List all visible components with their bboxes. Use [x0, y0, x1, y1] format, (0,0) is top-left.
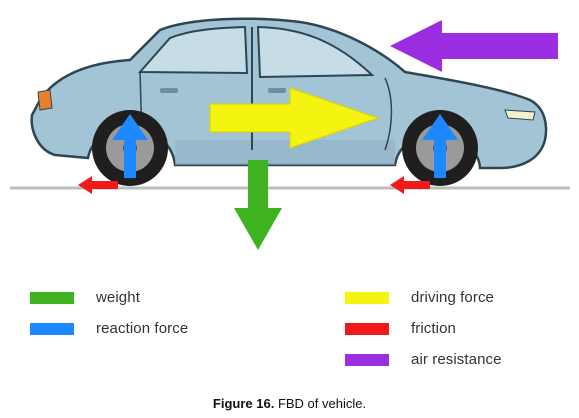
legend-item-weight: weight: [30, 282, 188, 313]
car-head-light: [504, 109, 536, 121]
car-front-door-edge: [384, 77, 393, 151]
weight-arrow: [234, 160, 282, 250]
car-rear-window: [137, 25, 249, 75]
fbd-vehicle-diagram: [10, 17, 570, 250]
legend-right-column: driving force friction air resistance: [345, 282, 502, 375]
figure-caption: Figure 16. FBD of vehicle.: [0, 396, 579, 411]
legend-left-column: weight reaction force: [30, 282, 188, 344]
legend-item-driving-force: driving force: [345, 282, 502, 313]
legend-label-reaction-force: reaction force: [96, 320, 189, 337]
driving-force-arrow: [209, 87, 380, 149]
legend-label-friction: friction: [411, 320, 456, 337]
figure-caption-text: FBD of vehicle.: [274, 396, 367, 411]
legend-swatch-air-resistance: [345, 353, 389, 366]
legend-label-weight: weight: [96, 289, 140, 306]
legend-label-air-resistance: air resistance: [411, 351, 502, 368]
legend-label-driving-force: driving force: [411, 289, 495, 306]
legend-item-air-resistance: air resistance: [345, 344, 502, 375]
car-front-window: [256, 25, 375, 79]
car-body-shadow: [175, 140, 395, 165]
legend-swatch-weight: [30, 291, 74, 304]
legend-swatch-driving-force: [345, 291, 389, 304]
reaction-force-arrow-rear: [112, 114, 148, 178]
friction-arrow-front: [390, 176, 430, 194]
legend-swatch-reaction-force: [30, 322, 74, 335]
legend-item-friction: friction: [345, 313, 502, 344]
car-tail-light: [37, 89, 53, 111]
legend-swatch-friction: [345, 322, 389, 335]
car-door-handle-rear: [160, 88, 178, 93]
car-door-handle-front: [268, 88, 286, 93]
reaction-force-arrow-front: [422, 114, 458, 178]
air-resistance-arrow: [390, 20, 558, 72]
friction-arrow-rear: [78, 176, 118, 194]
legend-item-reaction-force: reaction force: [30, 313, 188, 344]
figure-label: Figure 16.: [212, 396, 275, 411]
